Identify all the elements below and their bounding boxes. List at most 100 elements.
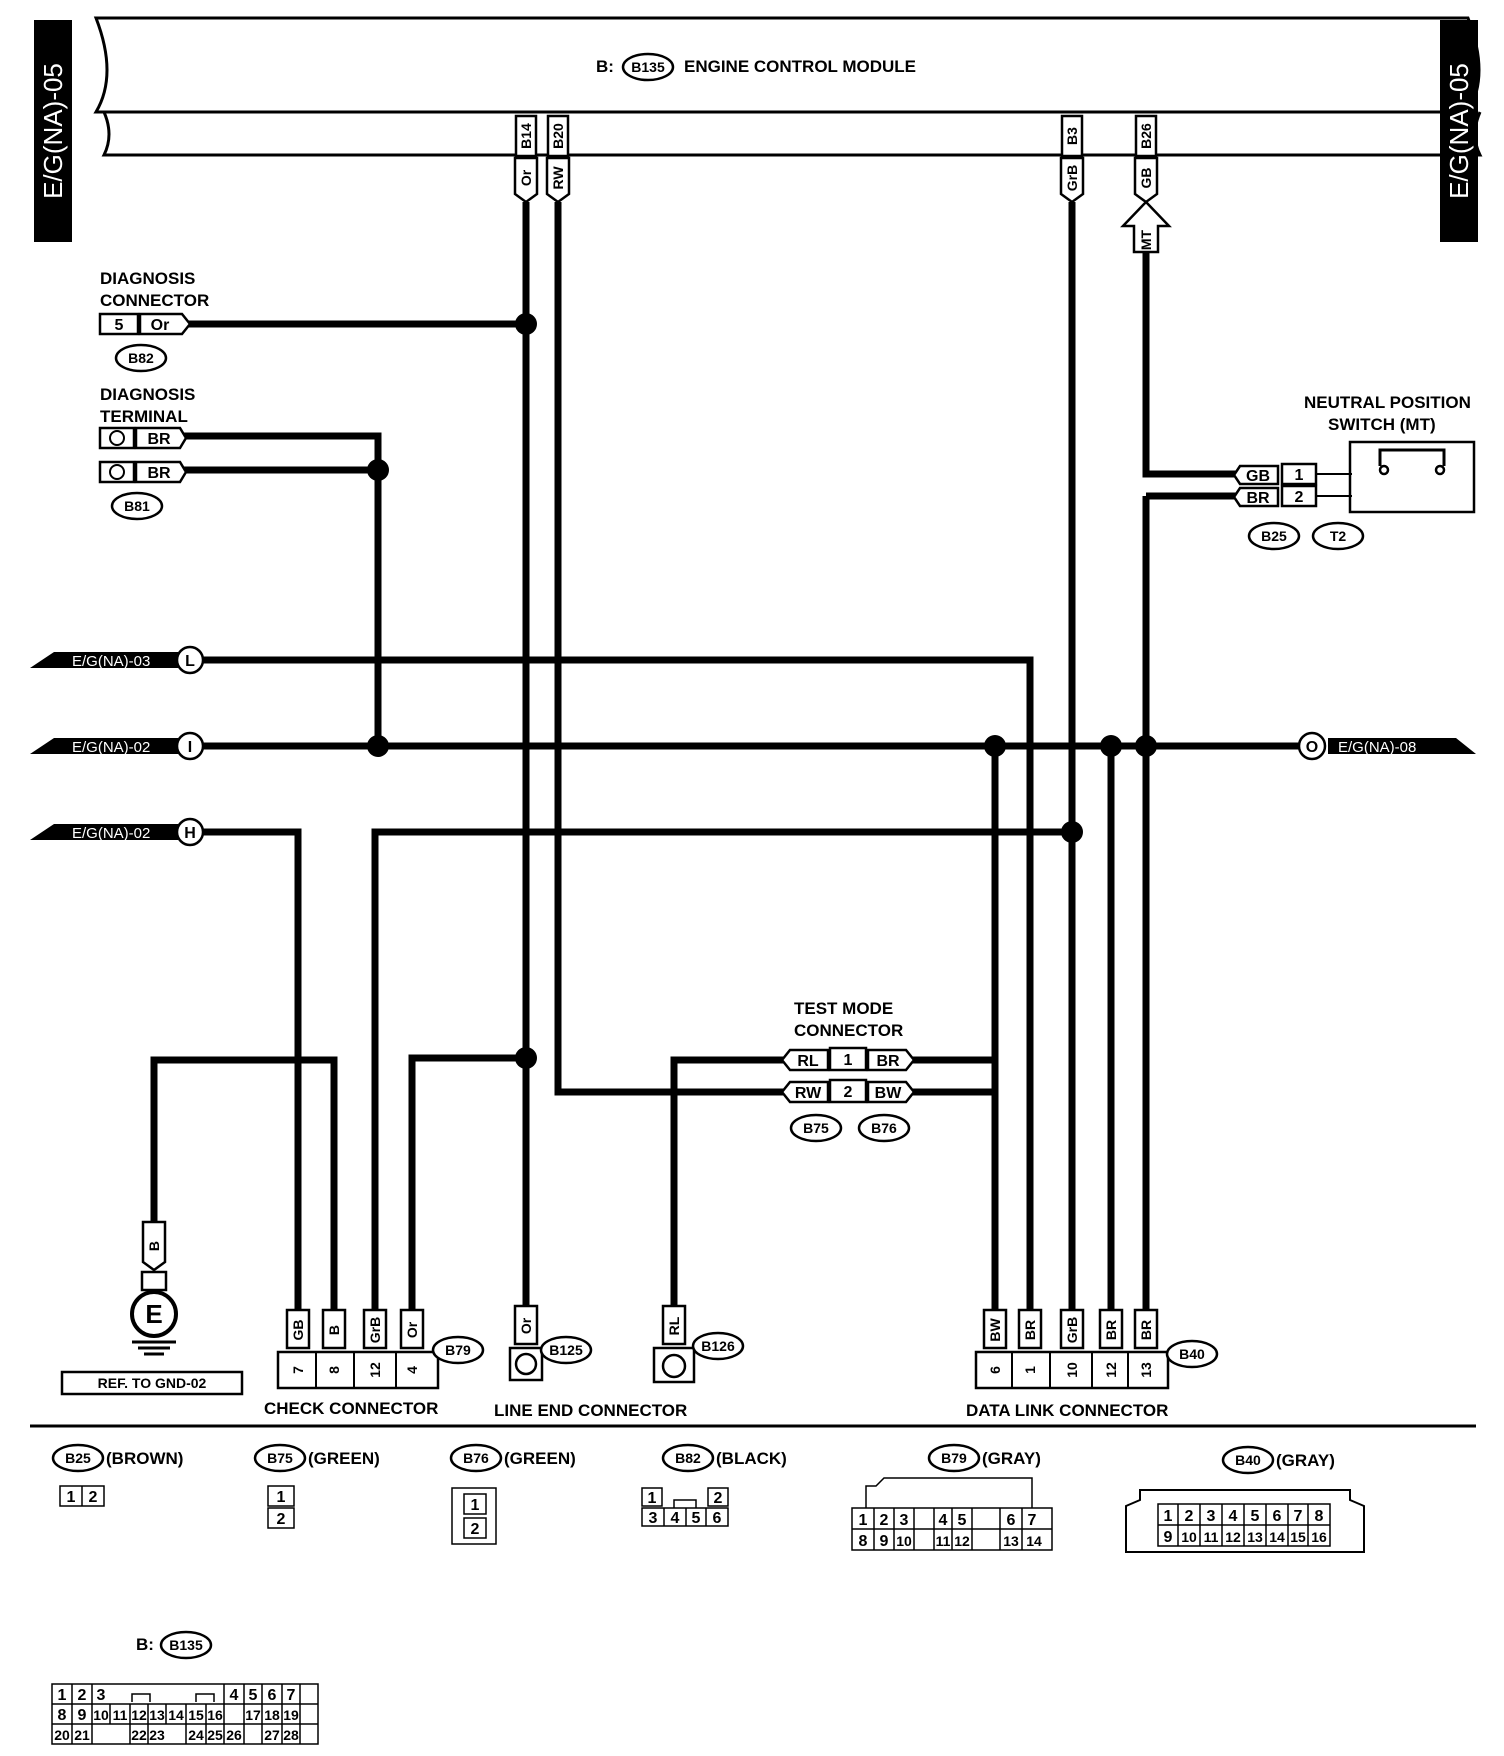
svg-text:B20: B20 xyxy=(550,123,566,149)
svg-text:B126: B126 xyxy=(701,1338,735,1354)
svg-text:9: 9 xyxy=(1164,1529,1173,1546)
svg-text:Or: Or xyxy=(404,1321,420,1338)
svg-text:20: 20 xyxy=(54,1727,70,1743)
svg-text:BR: BR xyxy=(1138,1320,1154,1340)
svg-text:DATA LINK CONNECTOR: DATA LINK CONNECTOR xyxy=(966,1401,1168,1420)
ref-i: E/G(NA)-02 I xyxy=(30,731,205,761)
svg-text:RL: RL xyxy=(797,1053,819,1070)
svg-text:DIAGNOSIS: DIAGNOSIS xyxy=(100,385,195,404)
svg-text:7: 7 xyxy=(287,1687,296,1704)
ecm-terminal-b14: B14 Or xyxy=(513,114,539,204)
svg-text:28: 28 xyxy=(283,1727,299,1743)
wires xyxy=(150,202,1300,1310)
svg-text:16: 16 xyxy=(207,1707,223,1723)
svg-text:8: 8 xyxy=(1315,1508,1324,1525)
svg-text:2: 2 xyxy=(89,1489,98,1506)
svg-text:H: H xyxy=(184,825,196,842)
svg-text:B79: B79 xyxy=(445,1342,471,1358)
neutral-position-switch: NEUTRAL POSITION SWITCH (MT) GB 1 BR 2 B… xyxy=(1232,393,1476,551)
svg-text:7: 7 xyxy=(1028,1512,1037,1529)
svg-text:23: 23 xyxy=(149,1727,165,1743)
side-tag-left: E/G(NA)-05 xyxy=(34,20,72,242)
svg-text:B14: B14 xyxy=(518,123,534,149)
svg-text:GrB: GrB xyxy=(367,1317,383,1343)
engine-control-module: B: B135 ENGINE CONTROL MODULE xyxy=(93,16,1483,157)
svg-text:5: 5 xyxy=(692,1510,701,1527)
svg-text:3: 3 xyxy=(97,1687,106,1704)
svg-text:13: 13 xyxy=(149,1707,165,1723)
svg-text:BR: BR xyxy=(147,431,171,448)
legend-b76: B76 (GREEN) 1 2 xyxy=(449,1443,576,1545)
svg-text:12: 12 xyxy=(367,1362,383,1378)
svg-text:B75: B75 xyxy=(803,1120,829,1136)
svg-text:3: 3 xyxy=(1207,1508,1216,1525)
ecm-prefix: B: xyxy=(596,57,614,76)
svg-text:14: 14 xyxy=(1026,1533,1042,1549)
svg-text:19: 19 xyxy=(283,1707,299,1723)
svg-text:5: 5 xyxy=(115,317,124,334)
svg-text:B: B xyxy=(146,1241,162,1251)
ecm-id: B135 xyxy=(631,59,665,75)
svg-text:1: 1 xyxy=(844,1052,853,1069)
svg-text:4: 4 xyxy=(939,1512,948,1529)
svg-text:GB: GB xyxy=(290,1320,306,1341)
svg-text:3: 3 xyxy=(649,1510,658,1527)
svg-text:1: 1 xyxy=(277,1489,286,1506)
diagnosis-terminal: DIAGNOSIS TERMINAL BR BR B81 xyxy=(98,385,195,521)
svg-text:14: 14 xyxy=(168,1707,184,1723)
svg-text:B82: B82 xyxy=(128,350,154,366)
svg-text:L: L xyxy=(185,653,195,670)
svg-text:6: 6 xyxy=(987,1366,1003,1374)
svg-text:GrB: GrB xyxy=(1064,165,1080,191)
svg-text:DIAGNOSIS: DIAGNOSIS xyxy=(100,269,195,288)
svg-text:7: 7 xyxy=(1294,1508,1303,1525)
svg-text:26: 26 xyxy=(226,1727,242,1743)
svg-text:BR: BR xyxy=(147,465,171,482)
ecm-title: ENGINE CONTROL MODULE xyxy=(684,57,916,76)
svg-text:B81: B81 xyxy=(124,498,150,514)
svg-text:B25: B25 xyxy=(65,1450,91,1466)
svg-text:8: 8 xyxy=(58,1707,67,1724)
svg-text:(BROWN): (BROWN) xyxy=(106,1449,183,1468)
svg-text:RL: RL xyxy=(666,1316,682,1335)
svg-text:22: 22 xyxy=(131,1727,147,1743)
svg-text:MT: MT xyxy=(1138,229,1154,250)
svg-text:1: 1 xyxy=(67,1489,76,1506)
svg-text:4: 4 xyxy=(1229,1508,1238,1525)
svg-text:GB: GB xyxy=(1246,468,1270,485)
line-end-connector: Or B125 LINE END CONNECTOR xyxy=(494,1304,687,1420)
svg-text:25: 25 xyxy=(207,1727,223,1743)
svg-text:10: 10 xyxy=(896,1533,912,1549)
svg-text:BR: BR xyxy=(1022,1320,1038,1340)
svg-text:I: I xyxy=(188,739,192,756)
svg-text:27: 27 xyxy=(264,1727,280,1743)
svg-text:18: 18 xyxy=(264,1707,280,1723)
svg-text:BR: BR xyxy=(876,1053,900,1070)
svg-text:6: 6 xyxy=(1273,1508,1282,1525)
svg-text:B40: B40 xyxy=(1235,1452,1261,1468)
svg-text:2: 2 xyxy=(471,1521,480,1538)
svg-text:BR: BR xyxy=(1103,1320,1119,1340)
svg-text:(GREEN): (GREEN) xyxy=(504,1449,576,1468)
svg-text:B3: B3 xyxy=(1064,127,1080,145)
test-mode-connector: TEST MODE CONNECTOR RL 1 BR RW 2 BW B75 … xyxy=(780,999,916,1143)
svg-text:1: 1 xyxy=(648,1490,657,1507)
svg-text:(GRAY): (GRAY) xyxy=(1276,1451,1335,1470)
svg-text:B40: B40 xyxy=(1179,1346,1205,1362)
data-link-connector: BW BR GrB BR BR 6 1 10 12 13 B40 DATA LI… xyxy=(966,1308,1219,1420)
svg-text:12: 12 xyxy=(1225,1529,1241,1545)
svg-text:B:: B: xyxy=(136,1635,154,1654)
ref-l: E/G(NA)-03 L xyxy=(30,645,205,675)
svg-text:(GREEN): (GREEN) xyxy=(308,1449,380,1468)
svg-text:15: 15 xyxy=(1290,1529,1306,1545)
svg-text:10: 10 xyxy=(93,1707,109,1723)
svg-text:11: 11 xyxy=(1204,1529,1219,1545)
svg-text:RW: RW xyxy=(550,166,566,190)
svg-text:2: 2 xyxy=(1295,489,1304,506)
svg-text:LINE END CONNECTOR: LINE END CONNECTOR xyxy=(494,1401,687,1420)
mt-arrow: MT xyxy=(1120,200,1172,254)
svg-text:TEST MODE: TEST MODE xyxy=(794,999,893,1018)
svg-text:O: O xyxy=(1306,739,1318,756)
diagnosis-connector: DIAGNOSIS CONNECTOR 5 Or B82 xyxy=(98,269,209,373)
